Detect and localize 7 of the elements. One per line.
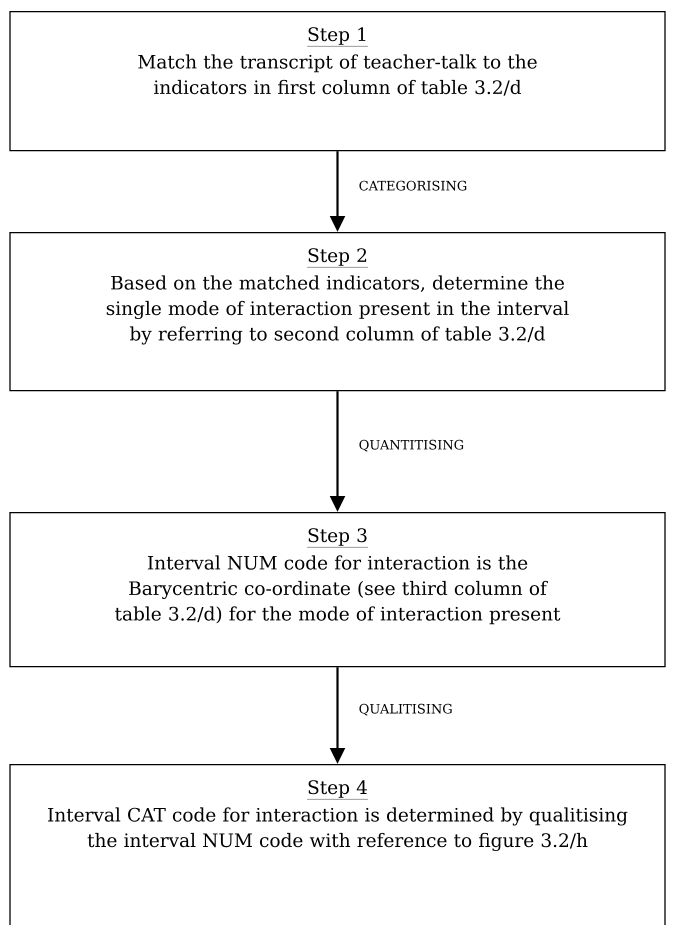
step-box: Step 2 Based on the matched indicators, determine the single mode of interaction present in the interval by referring to second column of table 3.2/d (9, 232, 666, 392)
step-box: Step 3 Interval NUM code for interaction is the Barycentric co-ordinate (see third column of table 3.2/d) for the mode of interaction present (9, 512, 666, 668)
edge-label: QUANTITISING (359, 440, 464, 452)
edge-label: QUALITISING (359, 704, 452, 716)
step-box: Step 1 Match the transcript of teacher-talk to the indicators in first column of table 3.2/d (9, 11, 666, 152)
step-box: Step 4 Interval CAT code for interaction is determined by qualitising the interval NUM code with reference to figure 3.2/h (9, 764, 666, 925)
edge-label: CATEGORISING (359, 180, 466, 191)
